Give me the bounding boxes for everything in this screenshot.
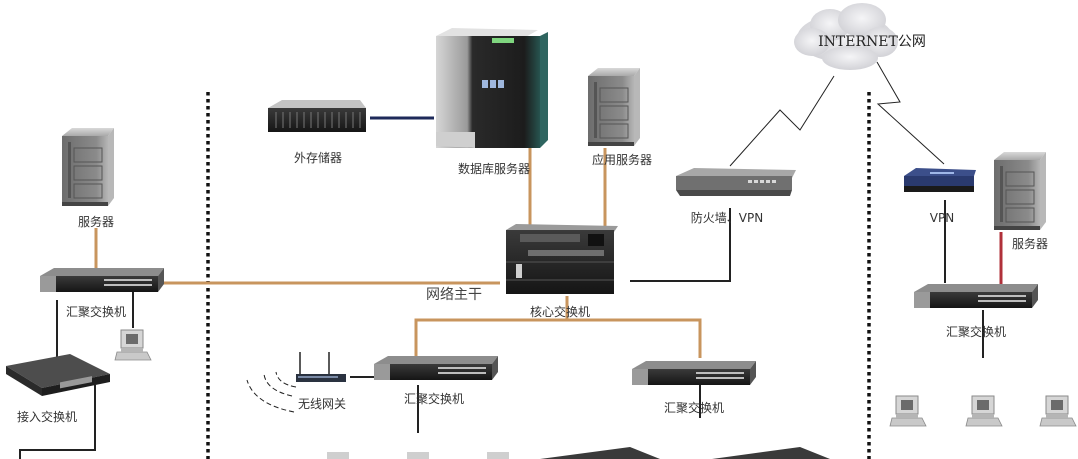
desktop-switch-icon bbox=[540, 447, 660, 459]
app-server[interactable]: 应用服务器 bbox=[587, 67, 652, 167]
cloud-icon bbox=[794, 3, 898, 70]
desktop-pc-icon bbox=[965, 395, 1003, 427]
right-pc-2[interactable] bbox=[965, 395, 1003, 427]
bottom-partial-devices bbox=[327, 447, 830, 459]
firewall[interactable]: 防火墙、VPN bbox=[676, 168, 796, 225]
internet-label: INTERNET公网 bbox=[818, 34, 926, 50]
external-storage[interactable]: 外存储器 bbox=[268, 100, 366, 165]
rack-switch-icon bbox=[40, 268, 164, 292]
firewall-label: 防火墙、VPN bbox=[691, 210, 763, 225]
rack-switch-icon bbox=[374, 356, 498, 380]
internet-cloud: INTERNET公网 bbox=[794, 3, 926, 70]
right-vpn[interactable]: VPN bbox=[904, 168, 976, 225]
mid-agg-switch-2[interactable]: 汇聚交换机 bbox=[632, 361, 756, 415]
wireless-router-icon bbox=[296, 352, 346, 382]
chassis-switch-icon bbox=[506, 224, 618, 294]
backbone-link-core-agg bbox=[414, 318, 702, 358]
right-server[interactable]: 服务器 bbox=[993, 151, 1048, 251]
db-server[interactable]: 数据库服务器 bbox=[436, 28, 548, 176]
tower-server-icon bbox=[993, 151, 1047, 231]
tower-server-icon bbox=[61, 127, 115, 207]
vpn-router-icon bbox=[904, 168, 976, 192]
desktop-pc-icon bbox=[114, 329, 152, 361]
left-agg-switch-label: 汇聚交换机 bbox=[66, 304, 126, 319]
desktop-pc-icon bbox=[1039, 395, 1077, 427]
mainframe-server-icon bbox=[436, 28, 548, 148]
right-vpn-label: VPN bbox=[930, 211, 954, 225]
link-core-firewall bbox=[630, 208, 731, 282]
left-server[interactable]: 服务器 bbox=[61, 127, 115, 229]
desktop-switch-icon bbox=[712, 447, 830, 459]
disk-array-icon bbox=[268, 100, 366, 132]
left-server-label: 服务器 bbox=[78, 214, 114, 229]
rack-switch-icon bbox=[914, 284, 1038, 308]
app-server-label: 应用服务器 bbox=[592, 152, 652, 167]
wireless-gateway-label: 无线网关 bbox=[298, 397, 346, 411]
desktop-pc-icon bbox=[327, 452, 349, 459]
right-server-label: 服务器 bbox=[1012, 236, 1048, 251]
core-switch-label: 核心交换机 bbox=[530, 304, 590, 319]
external-storage-label: 外存储器 bbox=[294, 150, 342, 165]
right-pc-3[interactable] bbox=[1039, 395, 1077, 427]
right-pc-1[interactable] bbox=[889, 395, 927, 427]
firewall-icon bbox=[676, 168, 796, 196]
wireless-signal-icon bbox=[246, 371, 297, 413]
db-server-label: 数据库服务器 bbox=[458, 161, 530, 176]
desktop-pc-icon bbox=[487, 452, 509, 459]
left-pc[interactable] bbox=[114, 329, 152, 361]
left-access-switch[interactable]: 接入交换机 bbox=[6, 354, 110, 424]
left-access-switch-label: 接入交换机 bbox=[17, 409, 77, 424]
wan-link-firewall bbox=[729, 75, 835, 167]
core-switch[interactable]: 核心交换机 bbox=[506, 224, 618, 319]
left-agg-switch[interactable]: 汇聚交换机 bbox=[40, 268, 164, 319]
backbone-label: 网络主干 bbox=[426, 287, 482, 303]
rack-switch-icon bbox=[632, 361, 756, 385]
wireless-gateway[interactable]: 无线网关 bbox=[246, 352, 346, 413]
wan-link-vpn bbox=[876, 61, 945, 165]
right-agg-switch-label: 汇聚交换机 bbox=[946, 324, 1006, 339]
mid-agg-switch-1[interactable]: 汇聚交换机 bbox=[374, 356, 498, 406]
right-agg-switch[interactable]: 汇聚交换机 bbox=[914, 284, 1038, 339]
link-access-bottom bbox=[19, 385, 96, 459]
tower-server-icon bbox=[587, 67, 641, 147]
desktop-pc-icon bbox=[407, 452, 429, 459]
desktop-switch-icon bbox=[6, 354, 110, 396]
mid-agg-switch-2-label: 汇聚交换机 bbox=[664, 400, 724, 415]
desktop-pc-icon bbox=[889, 395, 927, 427]
mid-agg-switch-1-label: 汇聚交换机 bbox=[404, 391, 464, 406]
